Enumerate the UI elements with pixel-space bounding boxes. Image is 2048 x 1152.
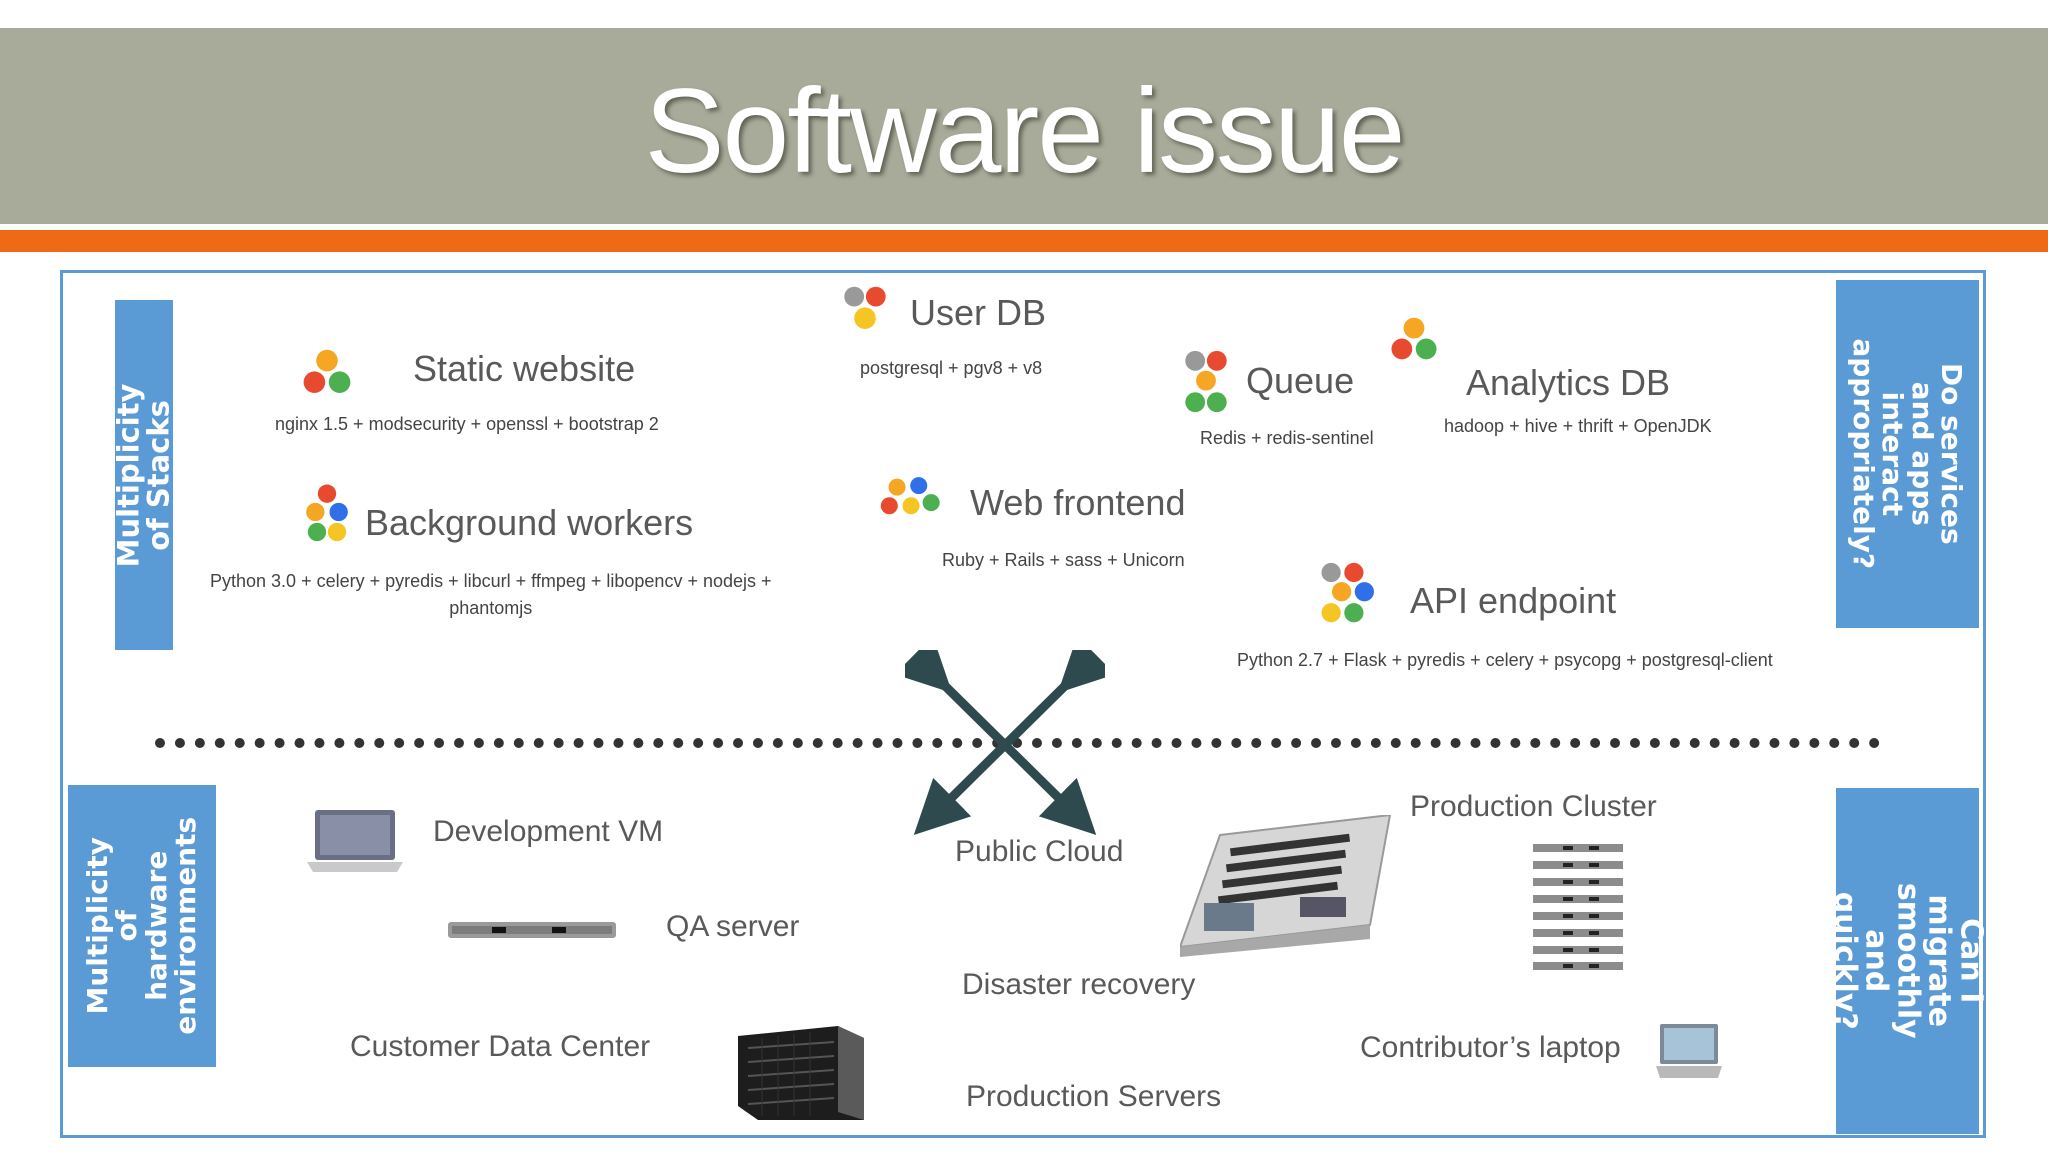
side-label-stacks: Multiplicity of Stacks: [112, 300, 176, 650]
laptop-icon: [307, 810, 403, 872]
hw-production-servers: Production Servers: [966, 1080, 1222, 1113]
side-label-migration: Can I migrate smoothly and quickly?: [1827, 788, 1988, 1134]
stack-web-frontend-title: Web frontend: [970, 482, 1186, 523]
stack-queue-title: Queue: [1246, 360, 1355, 401]
stack-user-db-title: User DB: [910, 292, 1047, 333]
stack-queue-stack: Redis + redis-sentinel: [1200, 428, 1374, 448]
stack-user-db-stack: postgresql + pgv8 + v8: [860, 358, 1043, 378]
stack-api-endpoint-title: API endpoint: [1410, 580, 1617, 621]
stack-background-workers-title: Background workers: [365, 502, 694, 543]
hexagon-cluster-icon: [302, 482, 352, 552]
hw-contributors-laptop: Contributor’s laptop: [1360, 1031, 1621, 1064]
hw-production-cluster: Production Cluster: [1410, 790, 1657, 823]
title-bar: [0, 28, 2048, 224]
hexagon-cluster-icon: [300, 348, 354, 402]
stack-api-endpoint-stack: Python 2.7 + Flask + pyredis + celery + …: [1237, 650, 1773, 670]
hw-development-vm: Development VM: [433, 815, 664, 848]
hexagon-cluster-icon: [1388, 316, 1440, 368]
hw-public-cloud: Public Cloud: [955, 835, 1124, 868]
hw-disaster-recovery: Disaster recovery: [962, 968, 1196, 1001]
rack-server-icon: [448, 922, 616, 938]
hexagon-cluster-icon: [880, 474, 942, 522]
stack-static-website-title: Static website: [413, 348, 636, 389]
stack-web-frontend-stack: Ruby + Rails + sass + Unicorn: [942, 550, 1185, 570]
laptop-icon: [1656, 1024, 1722, 1078]
hexagon-cluster-icon: [1178, 350, 1234, 422]
stack-static-website-stack: nginx 1.5 + modsecurity + openssl + boot…: [275, 414, 659, 434]
side-label-interaction: Do services and apps interact appropriat…: [1836, 280, 1979, 628]
accent-bar: [0, 230, 2048, 252]
side-label-hardware: Multiplicity of hardware environments: [68, 785, 216, 1067]
motherboard-icon: [1180, 815, 1392, 957]
hexagon-cluster-icon: [1315, 562, 1377, 632]
hw-qa-server: QA server: [666, 910, 800, 943]
cross-arrows-icon: [905, 650, 1105, 835]
stack-background-workers-stack: Python 3.0 + celery + pyredis + libcurl …: [210, 571, 772, 618]
server-rack-stack-icon: [1533, 844, 1623, 970]
hexagon-cluster-icon: [838, 284, 892, 338]
stack-analytics-db-title: Analytics DB: [1466, 362, 1671, 403]
slide-title: Software issue: [644, 64, 1405, 198]
blade-chassis-icon: [738, 1026, 864, 1120]
hw-customer-data-center: Customer Data Center: [350, 1030, 651, 1063]
stack-analytics-db-stack: hadoop + hive + thrift + OpenJDK: [1444, 416, 1712, 436]
